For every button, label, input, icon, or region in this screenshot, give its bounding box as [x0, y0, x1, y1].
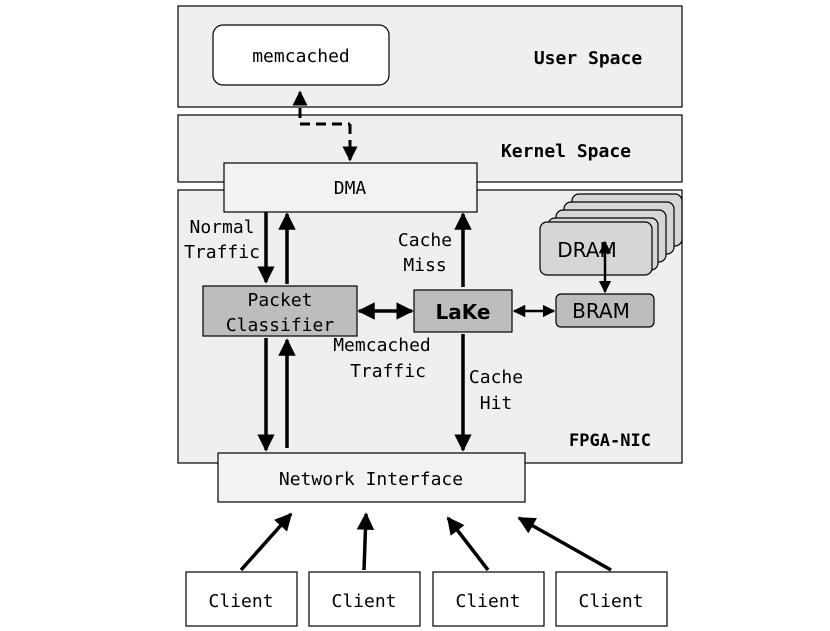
cache-miss-label-line2: Miss — [403, 255, 446, 276]
memcached-traffic-label-line1: Memcached — [333, 335, 431, 356]
lake-label: LaKe — [436, 300, 491, 324]
packet-classifier-label-line1: Packet — [247, 290, 312, 311]
user-space-label: User Space — [534, 48, 643, 69]
dma-box — [223, 162, 478, 213]
network-interface-box — [217, 452, 526, 503]
arrow-client-1 — [239, 512, 293, 572]
fpga-nic-label: FPGA-NIC — [569, 431, 651, 451]
normal-traffic-label-line1: Normal — [189, 217, 254, 238]
packet-classifier-box — [202, 285, 358, 337]
client-label: Client — [331, 591, 396, 612]
arrow-client-4 — [517, 516, 612, 572]
dashed-link-memcached-dma — [292, 90, 350, 126]
client-label: Client — [208, 591, 273, 612]
bram-box — [555, 293, 655, 328]
client-label: Client — [455, 591, 520, 612]
arrow-client-3 — [446, 516, 490, 572]
client-label: Client — [578, 591, 643, 612]
kernel-space-label: Kernel Space — [501, 141, 631, 162]
memcached-box — [212, 24, 390, 86]
memcached-traffic-label-line2: Traffic — [350, 361, 426, 382]
lake-box — [413, 289, 513, 333]
packet-classifier-label-line2: Classifier — [226, 315, 335, 336]
cache-hit-label-line1: Cache — [469, 367, 523, 388]
dma-label: DMA — [334, 178, 367, 199]
cache-miss-label-line1: Cache — [398, 230, 452, 251]
dram-label: DRAM — [557, 238, 616, 262]
arrow-client-2 — [356, 512, 375, 571]
client-box — [432, 571, 545, 627]
client-box — [555, 571, 668, 627]
bram-label: BRAM — [572, 299, 630, 323]
client-box — [308, 571, 421, 627]
memcached-label: memcached — [252, 46, 350, 67]
normal-traffic-label-line2: Traffic — [184, 242, 260, 263]
dram-box — [539, 221, 653, 276]
client-box — [185, 571, 298, 627]
cache-hit-label-line2: Hit — [480, 393, 513, 414]
network-interface-label: Network Interface — [279, 469, 463, 490]
